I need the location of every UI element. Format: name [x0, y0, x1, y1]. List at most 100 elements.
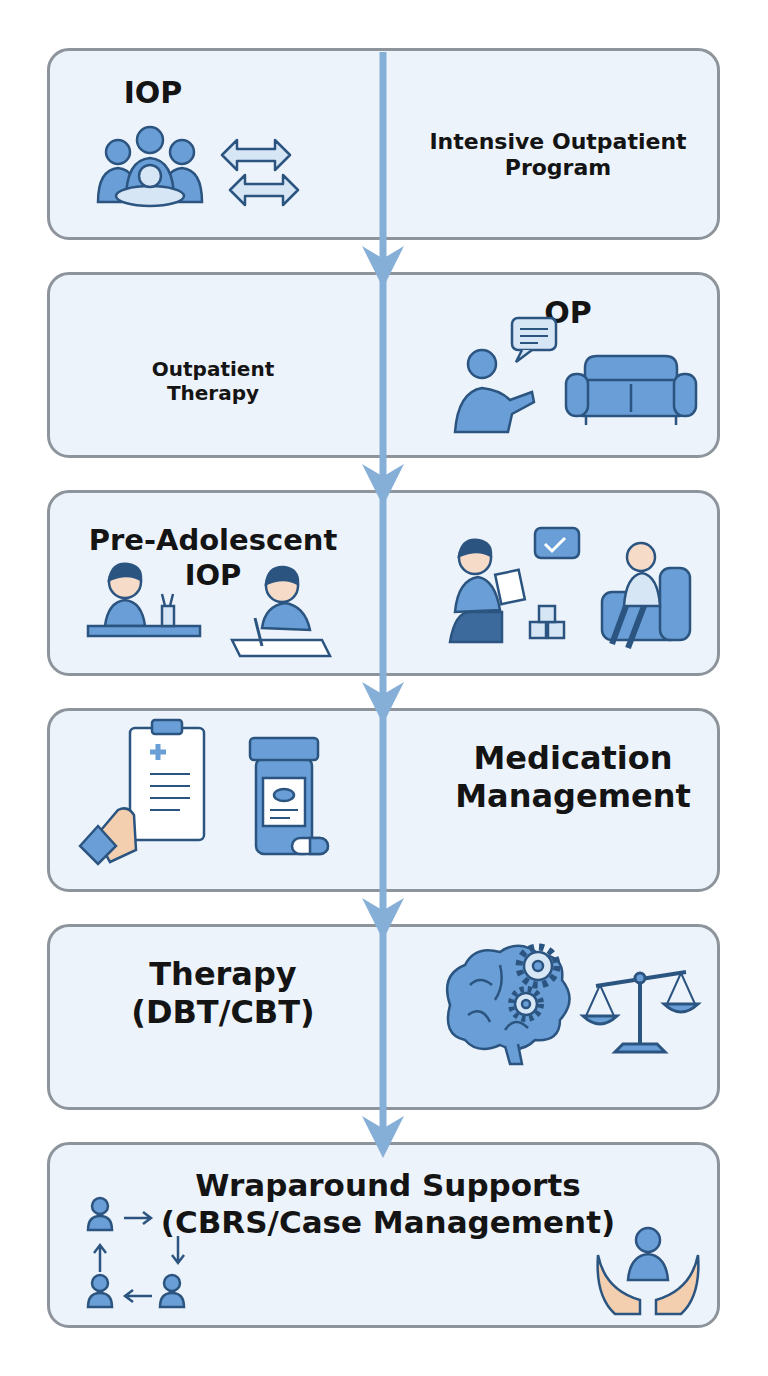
brain-gears-icon-part [519, 947, 557, 985]
child-therapy-icon-part [530, 622, 546, 638]
care-cycle-icon-part [160, 1293, 184, 1307]
care-cycle-icon-part [172, 1236, 184, 1263]
child-drawing-icon-part [266, 570, 298, 602]
group-icon-part [116, 186, 184, 206]
brain-gears-icon-part [533, 961, 543, 971]
program-box: Outpatient TherapyOP [47, 272, 720, 458]
exchange-arrows-part [230, 175, 298, 205]
brain-gears-icon-part [515, 993, 537, 1015]
box-title: Medication Management [413, 739, 733, 816]
child-therapy-icon-part [612, 606, 644, 648]
pill-bottle-icon-part [310, 838, 328, 854]
child-drawing-icon [88, 564, 330, 656]
care-cycle-icon-part [94, 1245, 106, 1272]
group-icon-part [162, 168, 202, 202]
flow-arrow [380, 240, 387, 267]
talking-person-icon [455, 318, 556, 432]
child-therapy-icon-part [535, 528, 579, 558]
scales-icon-part [583, 1016, 617, 1024]
child-drawing-icon-part [232, 640, 330, 656]
care-cycle-icon-part [124, 1212, 151, 1224]
program-box: IOP Intensive Outpatient Program [47, 48, 720, 240]
child-drawing-icon-part [109, 566, 141, 598]
clipboard-icon-part [150, 744, 166, 760]
brain-gears-icon-part [511, 989, 541, 1019]
talking-person-icon-part [455, 388, 534, 432]
exchange-arrows-part [222, 140, 290, 170]
child-therapy-icon-part [602, 592, 680, 640]
support-hands-icon-part [636, 1228, 660, 1252]
care-cycle-icon [88, 1198, 184, 1307]
brain-gears-icon-part [447, 946, 569, 1049]
program-box: Pre-Adolescent IOP [47, 490, 720, 676]
clipboard-icon-part [150, 774, 190, 810]
box-title: IOP [63, 75, 243, 111]
talking-person-icon-part [520, 329, 548, 343]
child-therapy-icon-part [539, 606, 555, 622]
scales-icon-part [586, 973, 695, 1016]
talking-person-icon-part [512, 318, 556, 350]
scales-icon-part [638, 975, 642, 1046]
child-therapy-icon-part [495, 570, 525, 604]
program-box: Medication Management [47, 708, 720, 892]
pill-bottle-icon-part [263, 778, 305, 826]
flow-arrow [380, 676, 387, 703]
child-drawing-icon-part [162, 606, 174, 626]
support-hands-icon-part [628, 1254, 668, 1280]
scales-icon-part [664, 1004, 698, 1012]
child-therapy-icon-part [450, 612, 502, 642]
group-icon-part [106, 140, 130, 164]
box-title: Pre-Adolescent IOP [58, 523, 368, 593]
child-therapy-icon-part [455, 577, 500, 612]
program-box: Wraparound Supports (CBRS/Case Managemen… [47, 1142, 720, 1328]
child-drawing-icon-part [262, 603, 310, 630]
child-therapy-icon-part [660, 568, 690, 640]
care-cycle-icon-part [164, 1275, 180, 1291]
support-hands-icon-part [656, 1255, 698, 1314]
group-icon-part [137, 127, 163, 153]
scales-icon [583, 972, 698, 1052]
box-title: Wraparound Supports (CBRS/Case Managemen… [138, 1167, 638, 1241]
care-cycle-icon-part [88, 1293, 112, 1307]
flow-arrow [380, 1110, 387, 1137]
couch-icon-part [585, 356, 677, 382]
exchange-arrows [222, 140, 298, 205]
edge-layer [383, 240, 384, 1137]
child-drawing-icon-part [109, 564, 141, 580]
couch-icon [566, 356, 696, 425]
care-cycle-icon-part [92, 1275, 108, 1291]
brain-gears-icon-part [524, 952, 552, 980]
group-icon-part [98, 168, 138, 202]
scales-icon-part [596, 972, 686, 986]
pill-bottle-icon-part [292, 838, 328, 854]
child-drawing-icon-part [162, 594, 173, 606]
box-subtitle: Intensive Outpatient Program [393, 129, 723, 182]
clipboard-icon-part [152, 720, 182, 734]
clipboard-icon [80, 720, 204, 864]
program-box: Therapy (DBT/CBT) [47, 924, 720, 1110]
clipboard-icon-part [96, 808, 136, 862]
couch-icon-part [586, 384, 676, 425]
child-therapy-icon-part [548, 622, 564, 638]
child-drawing-icon-part [266, 567, 298, 584]
flow-arrow [380, 892, 387, 919]
box-subtitle: OP [478, 295, 658, 331]
pill-bottle-icon [250, 738, 328, 854]
group-icon [98, 127, 202, 206]
group-icon-part [126, 158, 174, 200]
child-drawing-icon-part [88, 626, 200, 636]
child-therapy-icon-part [545, 538, 565, 551]
talking-person-icon-part [468, 350, 496, 378]
scales-icon-part [635, 973, 645, 983]
child-therapy-icon-part [627, 543, 655, 571]
pill-bottle-icon-part [256, 758, 312, 854]
child-therapy-icon-part [459, 540, 491, 556]
child-therapy-icon-part [459, 542, 491, 574]
group-icon-part [170, 140, 194, 164]
clipboard-icon-part [80, 826, 116, 864]
scales-icon-part [615, 1044, 665, 1052]
decoration [80, 52, 698, 1314]
talking-person-icon-part [516, 350, 532, 362]
